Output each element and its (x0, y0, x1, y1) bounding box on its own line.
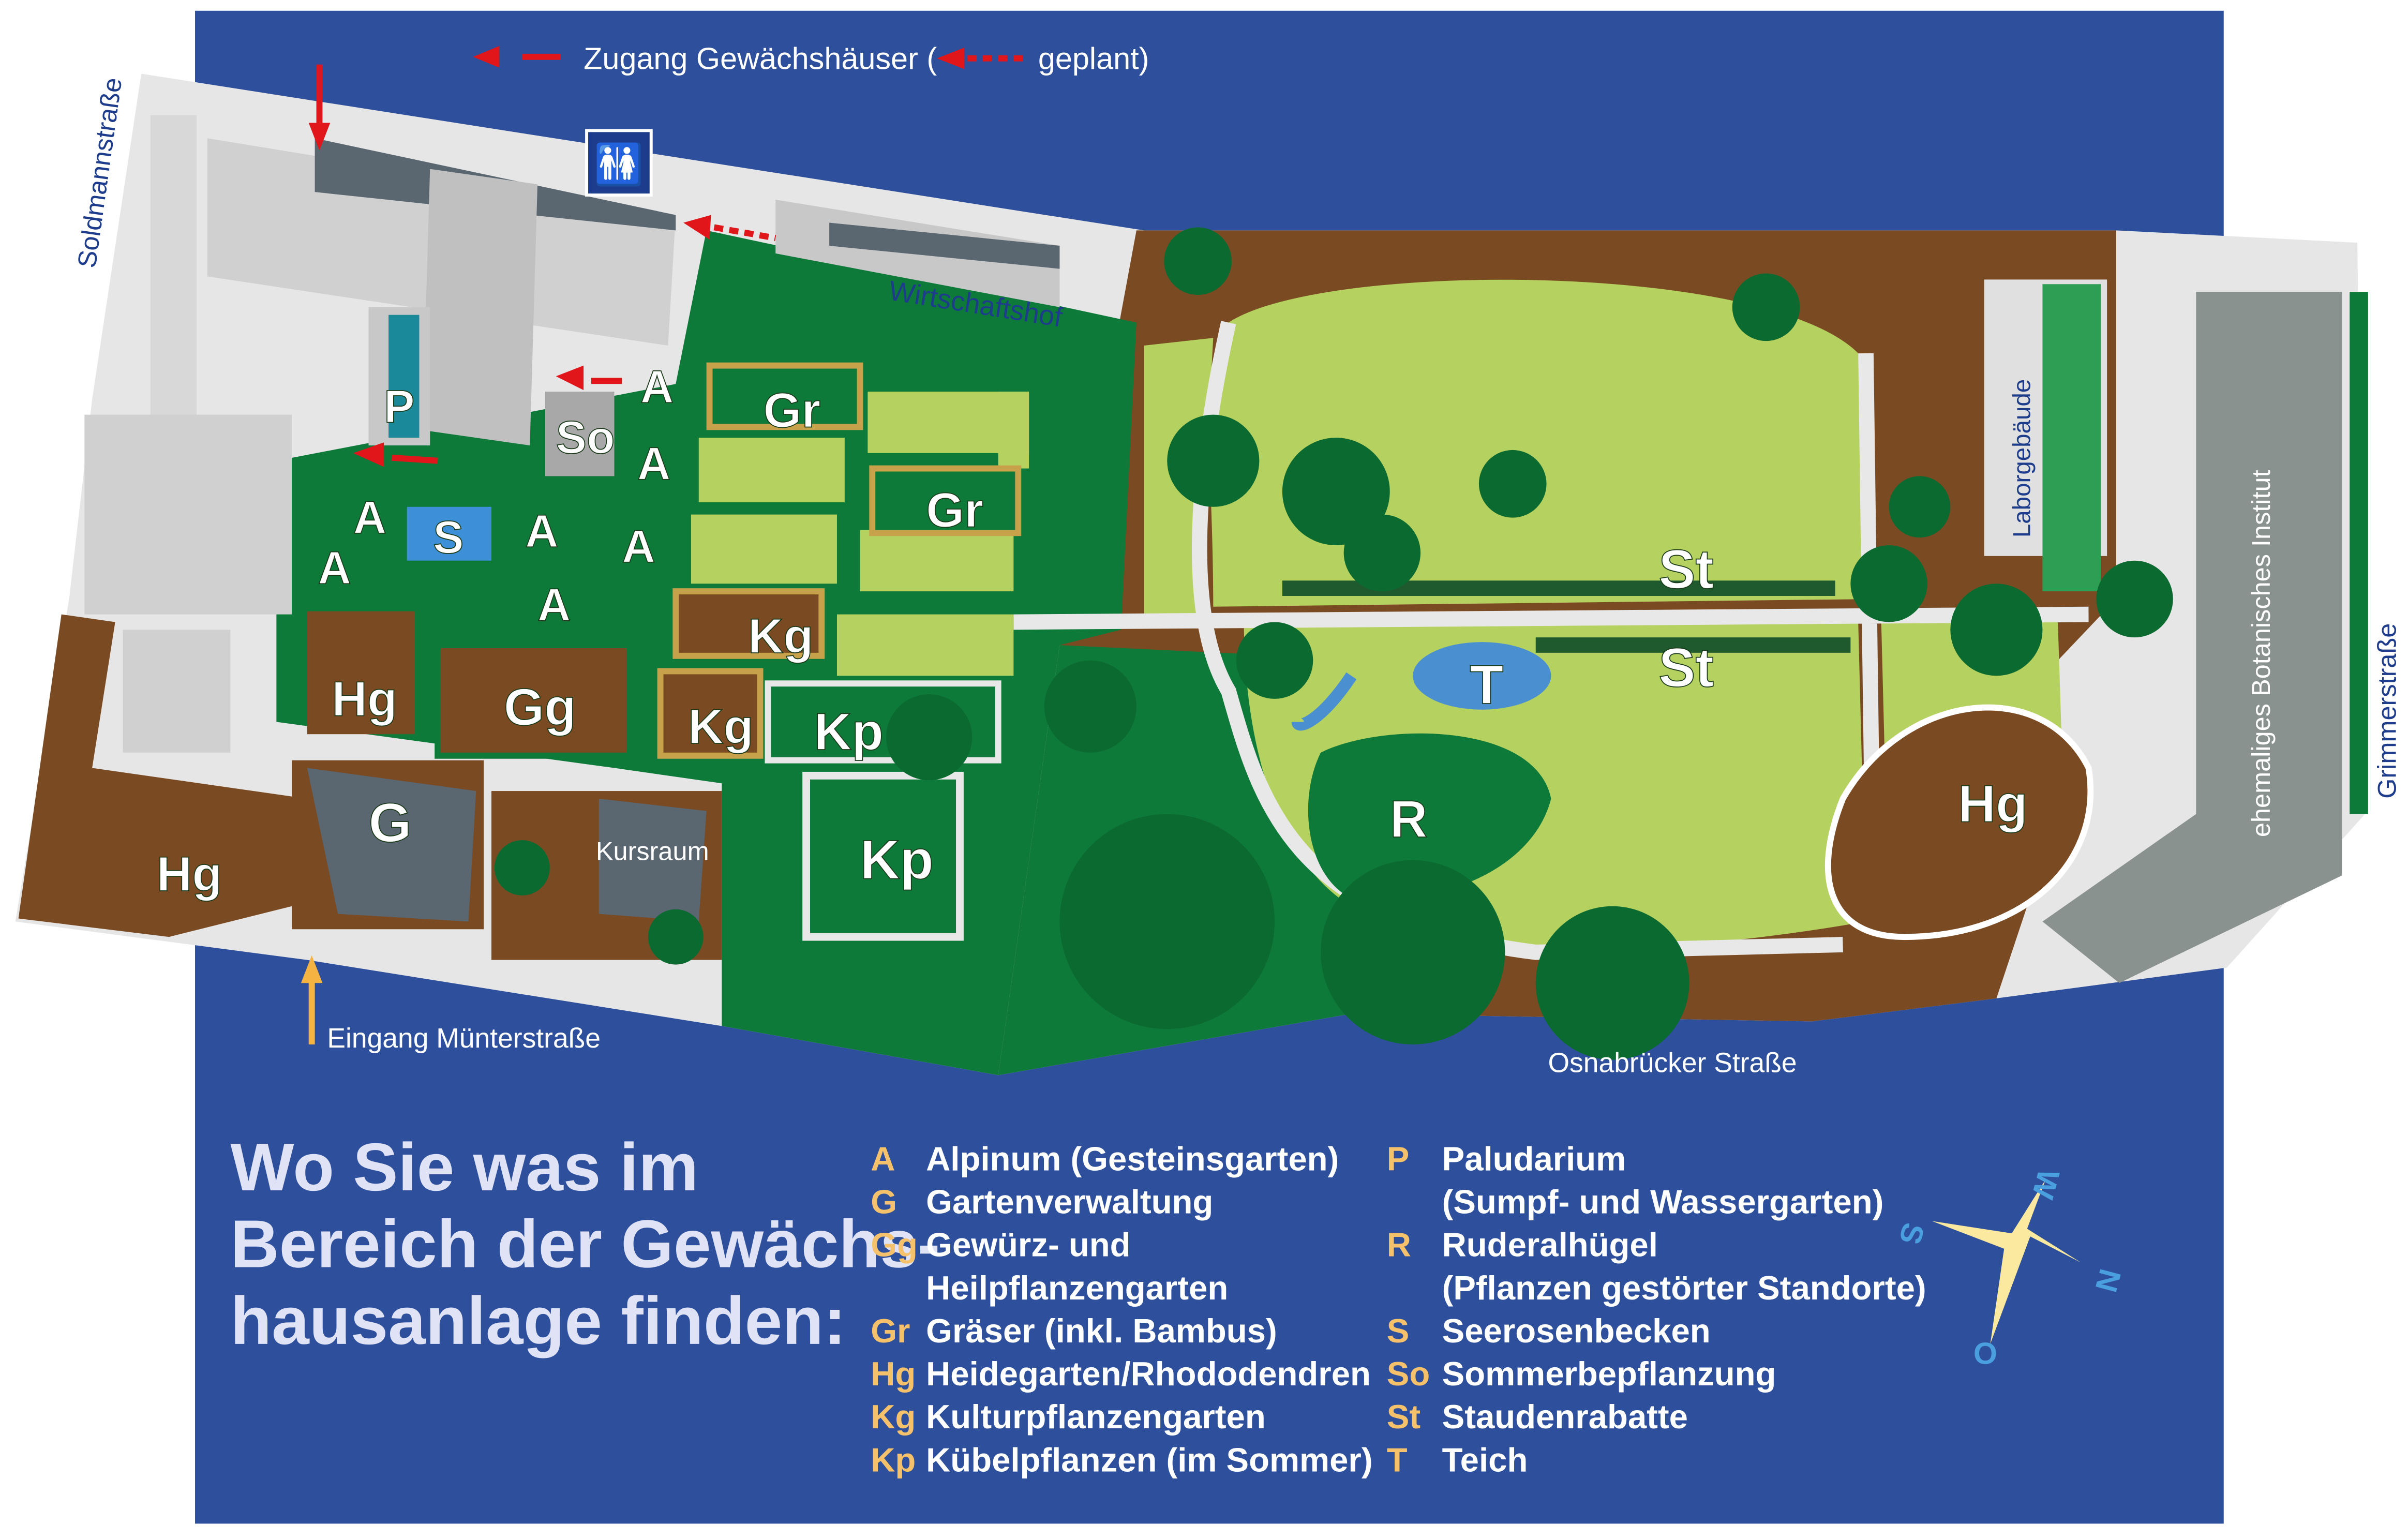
svg-text:Gewürz- und: Gewürz- und (926, 1226, 1130, 1264)
svg-text:Heilpflanzengarten: Heilpflanzengarten (926, 1269, 1228, 1307)
svg-text:St: St (1658, 636, 1714, 698)
title-line-2: Bereich der Gewächs- (230, 1206, 940, 1281)
svg-text:A: A (537, 578, 571, 630)
svg-text:A: A (353, 491, 386, 543)
svg-text:Gg: Gg (871, 1226, 918, 1264)
svg-text:Kg: Kg (871, 1398, 916, 1436)
svg-text:Kg: Kg (748, 609, 814, 664)
svg-text:T: T (1387, 1441, 1408, 1478)
svg-text:A: A (637, 437, 670, 489)
compass-star-icon (1932, 1179, 2081, 1344)
svg-text:R: R (1390, 790, 1428, 848)
svg-text:Gg: Gg (504, 678, 576, 736)
bed-hg-west (307, 611, 415, 735)
svg-text:Staudenrabatte: Staudenrabatte (1442, 1398, 1688, 1436)
heath-garden-east (1824, 704, 2094, 940)
svg-text:A: A (525, 505, 558, 557)
lawn-grid (691, 392, 1029, 676)
svg-text:Sommerbepflanzung: Sommerbepflanzung (1442, 1355, 1776, 1393)
access-label: Zugang Gewächshäuser ( (584, 41, 937, 76)
restroom-icon (585, 129, 653, 197)
svg-text:Ruderalhügel: Ruderalhügel (1442, 1226, 1658, 1264)
svg-text:Gartenverwaltung: Gartenverwaltung (926, 1183, 1213, 1221)
svg-text:T: T (1470, 653, 1503, 715)
svg-text:Hg: Hg (332, 672, 397, 727)
entrance-label: Eingang Münterstraße (327, 1023, 601, 1054)
access-arrows (308, 46, 1026, 467)
svg-text:Gr: Gr (763, 383, 820, 438)
svg-text:Hg: Hg (1958, 775, 2028, 833)
institute-label: ehemaliges Botanisches Institut (2246, 470, 2276, 837)
compass-o: O (1973, 1336, 1997, 1371)
svg-text:St: St (1387, 1398, 1420, 1436)
svg-text:St: St (1658, 538, 1714, 600)
svg-text:G: G (369, 791, 412, 854)
svg-text:Kg: Kg (688, 699, 754, 754)
svg-text:Kulturpflanzengarten: Kulturpflanzengarten (926, 1398, 1266, 1436)
svg-text:A: A (318, 542, 351, 593)
restroom-icon-glyph: 🚻 (594, 141, 644, 188)
svg-text:Kp: Kp (814, 703, 884, 761)
title-line-1: Wo Sie was im (230, 1129, 698, 1205)
perennial-bed-2 (1535, 637, 1851, 653)
svg-text:Kp: Kp (860, 828, 934, 890)
legend-left: A Alpinum (Gesteinsgarten) G Gartenverwalt… (871, 1140, 1372, 1478)
street-east: Grimmerstraße (2372, 623, 2401, 799)
bed-kg-1 (672, 588, 825, 659)
svg-text:Alpinum (Gesteinsgarten): Alpinum (Gesteinsgarten) (926, 1140, 1339, 1177)
svg-text:Kp: Kp (871, 1441, 916, 1478)
svg-text:Kübelpflanzen (im Sommer): Kübelpflanzen (im Sommer) (926, 1441, 1372, 1478)
soil-area-west (18, 614, 307, 937)
course-room-label: Kursraum (596, 836, 709, 866)
svg-text:Gr: Gr (871, 1312, 910, 1350)
bed-gr-1 (706, 362, 863, 430)
bed-kp-2 (802, 771, 964, 941)
svg-text:(Sumpf- und Wassergarten): (Sumpf- und Wassergarten) (1442, 1183, 1884, 1221)
svg-text:Gr: Gr (926, 483, 983, 537)
green-strip-east (2350, 292, 2368, 814)
svg-text:Gräser (inkl. Bambus): Gräser (inkl. Bambus) (926, 1312, 1277, 1350)
svg-text:A: A (640, 361, 674, 412)
svg-text:A: A (622, 520, 655, 572)
street-south: Osnabrücker Straße (1548, 1048, 1797, 1078)
entrance-arrow-head (301, 955, 323, 983)
svg-text:Teich: Teich (1442, 1441, 1528, 1478)
bed-gr-2 (869, 465, 1022, 536)
svg-text:So: So (1387, 1355, 1430, 1393)
svg-text:R: R (1387, 1226, 1411, 1264)
trees (494, 227, 2173, 1060)
lab-greenhouse (2042, 284, 2101, 592)
svg-text:Paludarium: Paludarium (1442, 1140, 1626, 1177)
svg-text:A: A (871, 1140, 895, 1177)
svg-text:(Pflanzen gestörter Standorte): (Pflanzen gestörter Standorte) (1442, 1269, 1926, 1307)
bed-gg (435, 642, 633, 759)
area-labels: A A A A A A A So S P Gr Gr Kg Kg Gg Hg H… (156, 360, 2028, 902)
svg-text:Heidegarten/Rhododendren: Heidegarten/Rhododendren (926, 1355, 1371, 1393)
svg-text:P: P (384, 380, 414, 432)
svg-text:S: S (433, 511, 463, 563)
farmyard-buildings (775, 199, 1060, 307)
svg-text:Seerosenbecken: Seerosenbecken (1442, 1312, 1711, 1350)
admin-buildings (307, 768, 707, 922)
stream (1291, 672, 1357, 731)
institute-building (2042, 292, 2342, 983)
greenhouse-buildings (84, 115, 676, 753)
lab-label: Laborgebäude (2009, 379, 2036, 537)
svg-text:G: G (871, 1183, 897, 1221)
svg-text:Hg: Hg (157, 847, 222, 902)
title-line-3: hausanlage finden: (230, 1283, 846, 1358)
svg-text:Hg: Hg (871, 1355, 916, 1393)
svg-text:So: So (556, 411, 615, 463)
bed-kg-2 (657, 668, 764, 759)
pond (1413, 642, 1551, 710)
svg-text:S: S (1387, 1312, 1410, 1350)
planned-label: geplant) (1038, 41, 1149, 76)
svg-text:P: P (1387, 1140, 1410, 1177)
ruderal-hill (1308, 733, 1551, 900)
